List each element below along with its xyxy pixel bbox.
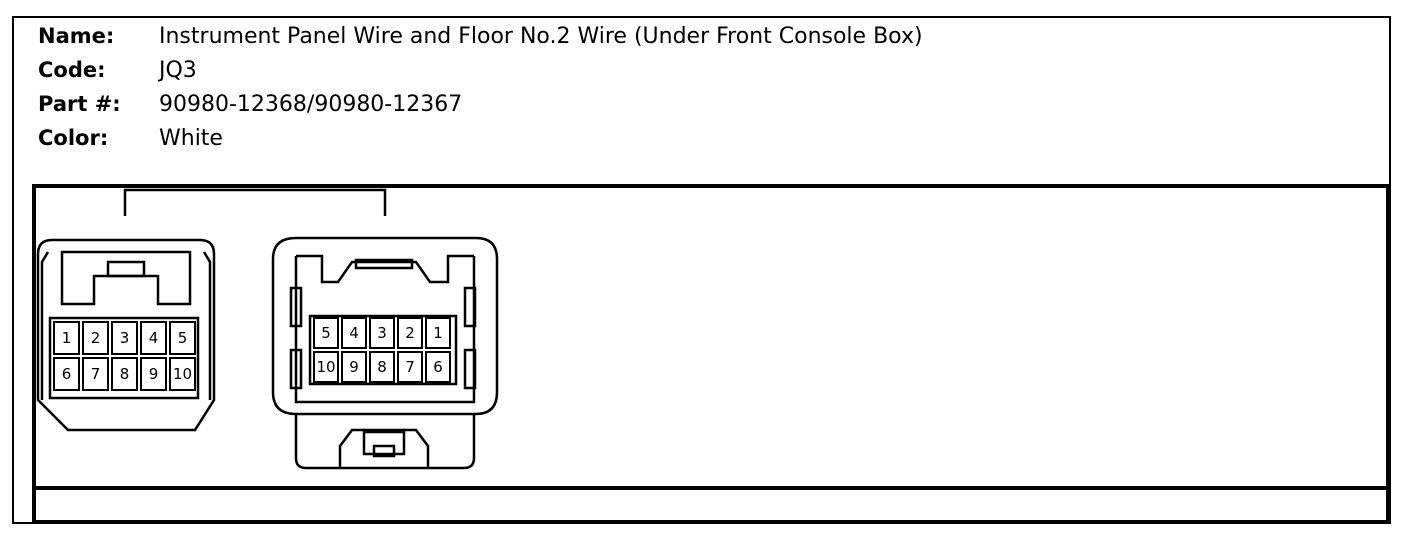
left-pin-label: 7 bbox=[91, 365, 101, 383]
left-pin-cell bbox=[53, 321, 80, 355]
right-pin-cell bbox=[397, 351, 423, 383]
left-pin-label: 9 bbox=[149, 365, 159, 383]
connector-left-body bbox=[36, 238, 216, 432]
pairing-bracket bbox=[123, 188, 387, 216]
name-label: Name: bbox=[38, 24, 115, 48]
right-pin-cell bbox=[369, 317, 395, 349]
right-pin-label: 8 bbox=[377, 358, 387, 376]
right-pin-label: 1 bbox=[433, 324, 443, 342]
part-value: 90980-12368/90980-12367 bbox=[159, 92, 463, 117]
diagram-frame bbox=[32, 184, 1390, 524]
right-pin-cell bbox=[341, 317, 367, 349]
right-pin-label: 3 bbox=[377, 324, 387, 342]
left-pin-cell bbox=[140, 321, 167, 355]
bottom-divider bbox=[32, 486, 1390, 490]
left-pin-cell bbox=[111, 321, 138, 355]
color-label: Color: bbox=[38, 126, 109, 150]
right-pin-cell bbox=[425, 317, 451, 349]
right-pin-cell bbox=[341, 351, 367, 383]
left-pin-label: 10 bbox=[173, 365, 192, 383]
left-pin-label: 3 bbox=[120, 329, 130, 347]
left-pin-label: 4 bbox=[149, 329, 159, 347]
right-pin-cell bbox=[397, 317, 423, 349]
right-pin-cell bbox=[369, 351, 395, 383]
left-pin-cell bbox=[53, 357, 80, 391]
left-pin-cell bbox=[169, 357, 196, 391]
right-pin-cell bbox=[313, 351, 339, 383]
left-pin-label: 2 bbox=[91, 329, 101, 347]
right-pin-label: 7 bbox=[405, 358, 415, 376]
right-pin-label: 6 bbox=[433, 358, 443, 376]
part-label: Part #: bbox=[38, 92, 121, 116]
connector-right-body bbox=[271, 236, 499, 470]
code-label: Code: bbox=[38, 58, 106, 82]
left-pin-cell bbox=[140, 357, 167, 391]
left-pin-cell bbox=[82, 321, 109, 355]
right-pin-cell bbox=[313, 317, 339, 349]
right-pin-label: 4 bbox=[349, 324, 359, 342]
left-pin-label: 6 bbox=[62, 365, 72, 383]
right-pin-label: 5 bbox=[321, 324, 331, 342]
right-pin-label: 2 bbox=[405, 324, 415, 342]
name-value: Instrument Panel Wire and Floor No.2 Wir… bbox=[159, 24, 923, 49]
left-pin-cell bbox=[169, 321, 196, 355]
left-pin-label: 8 bbox=[120, 365, 130, 383]
connector-left-pins: 1 2 3 4 5 6 7 8 9 10 bbox=[53, 321, 196, 391]
color-value: White bbox=[159, 126, 223, 151]
right-pin-label: 9 bbox=[349, 358, 359, 376]
left-pin-label: 1 bbox=[62, 329, 72, 347]
code-value: JQ3 bbox=[159, 58, 197, 83]
left-pin-label: 5 bbox=[178, 329, 188, 347]
left-pin-cell bbox=[111, 357, 138, 391]
left-pin-cell bbox=[82, 357, 109, 391]
right-pin-cell bbox=[425, 351, 451, 383]
right-pin-label: 10 bbox=[316, 358, 335, 376]
